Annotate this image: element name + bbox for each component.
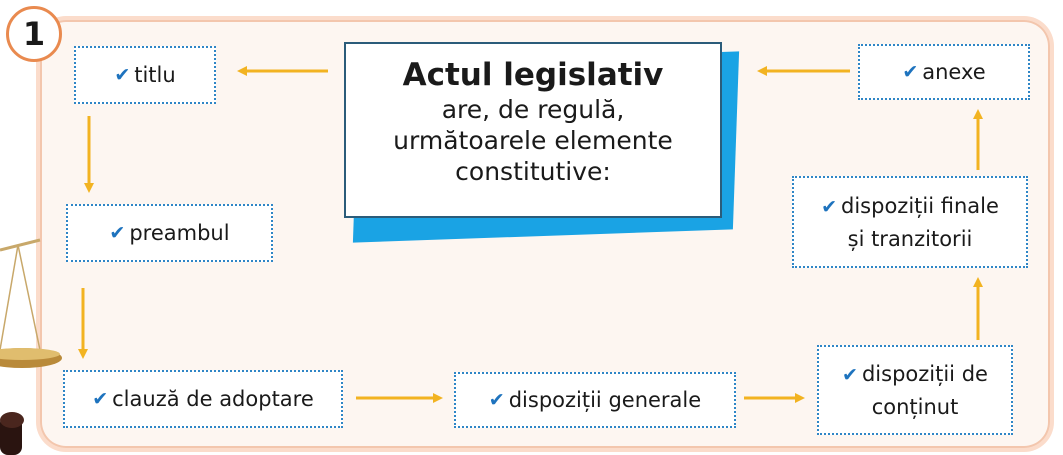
check-icon: ✔	[92, 388, 109, 410]
item-anexe: ✔anexe	[858, 44, 1030, 100]
item-preambul: ✔preambul	[66, 204, 273, 262]
center-subtitle-line: constitutive:	[455, 157, 611, 186]
scales-icon	[0, 238, 62, 455]
item-dispozitii-generale: ✔dispoziții generale	[454, 372, 736, 428]
center-subtitle-line: are, de regulă,	[441, 95, 625, 124]
check-icon: ✔	[114, 64, 131, 86]
center-title: Actul legislativ	[402, 57, 664, 93]
item-titlu: ✔titlu	[74, 46, 216, 104]
section-number-badge: 1	[6, 6, 62, 62]
item-clauza-de-adoptare: ✔clauză de adoptare	[63, 370, 343, 428]
check-icon: ✔	[109, 222, 126, 244]
check-icon: ✔	[488, 389, 505, 411]
item-dispozitii-finale: ✔dispoziții finale și tranzitorii	[792, 176, 1028, 268]
check-icon: ✔	[902, 61, 919, 83]
check-icon: ✔	[842, 363, 858, 386]
item-dispozitii-de-continut: ✔dispoziții de conținut	[817, 345, 1013, 435]
center-subtitle-line: următoarele elemente	[393, 126, 673, 155]
center-box: Actul legislativ are, de regulă, următoa…	[344, 42, 722, 218]
check-icon: ✔	[821, 195, 838, 218]
